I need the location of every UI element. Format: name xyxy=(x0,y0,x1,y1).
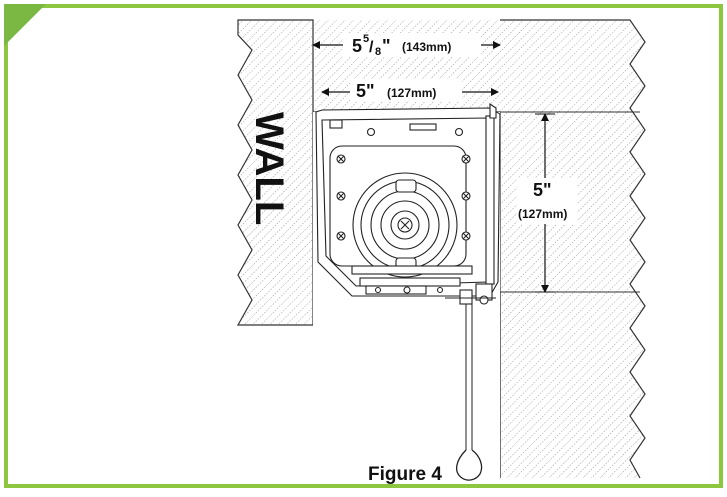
figure-caption: Figure 4 xyxy=(368,464,442,485)
width-total-whole: 5 xyxy=(352,36,362,56)
wall-label: WALL xyxy=(247,112,291,225)
width-total-inch: " xyxy=(382,36,391,56)
height-metric: (127mm) xyxy=(518,207,567,221)
width-inner-value: 5" xyxy=(356,81,375,101)
width-total-frac-den: 8 xyxy=(375,46,381,58)
width-total-metric: (143mm) xyxy=(402,40,451,54)
right-wall xyxy=(500,20,645,478)
corner-tab xyxy=(4,4,46,46)
height-value: 5" xyxy=(533,180,552,200)
blind-mechanism xyxy=(315,102,501,305)
left-wall xyxy=(236,19,314,326)
width-inner-metric: (127mm) xyxy=(387,86,436,100)
chain-loop xyxy=(456,449,483,481)
svg-text:/: / xyxy=(369,39,374,56)
width-total-frac-num: 5 xyxy=(363,33,369,45)
